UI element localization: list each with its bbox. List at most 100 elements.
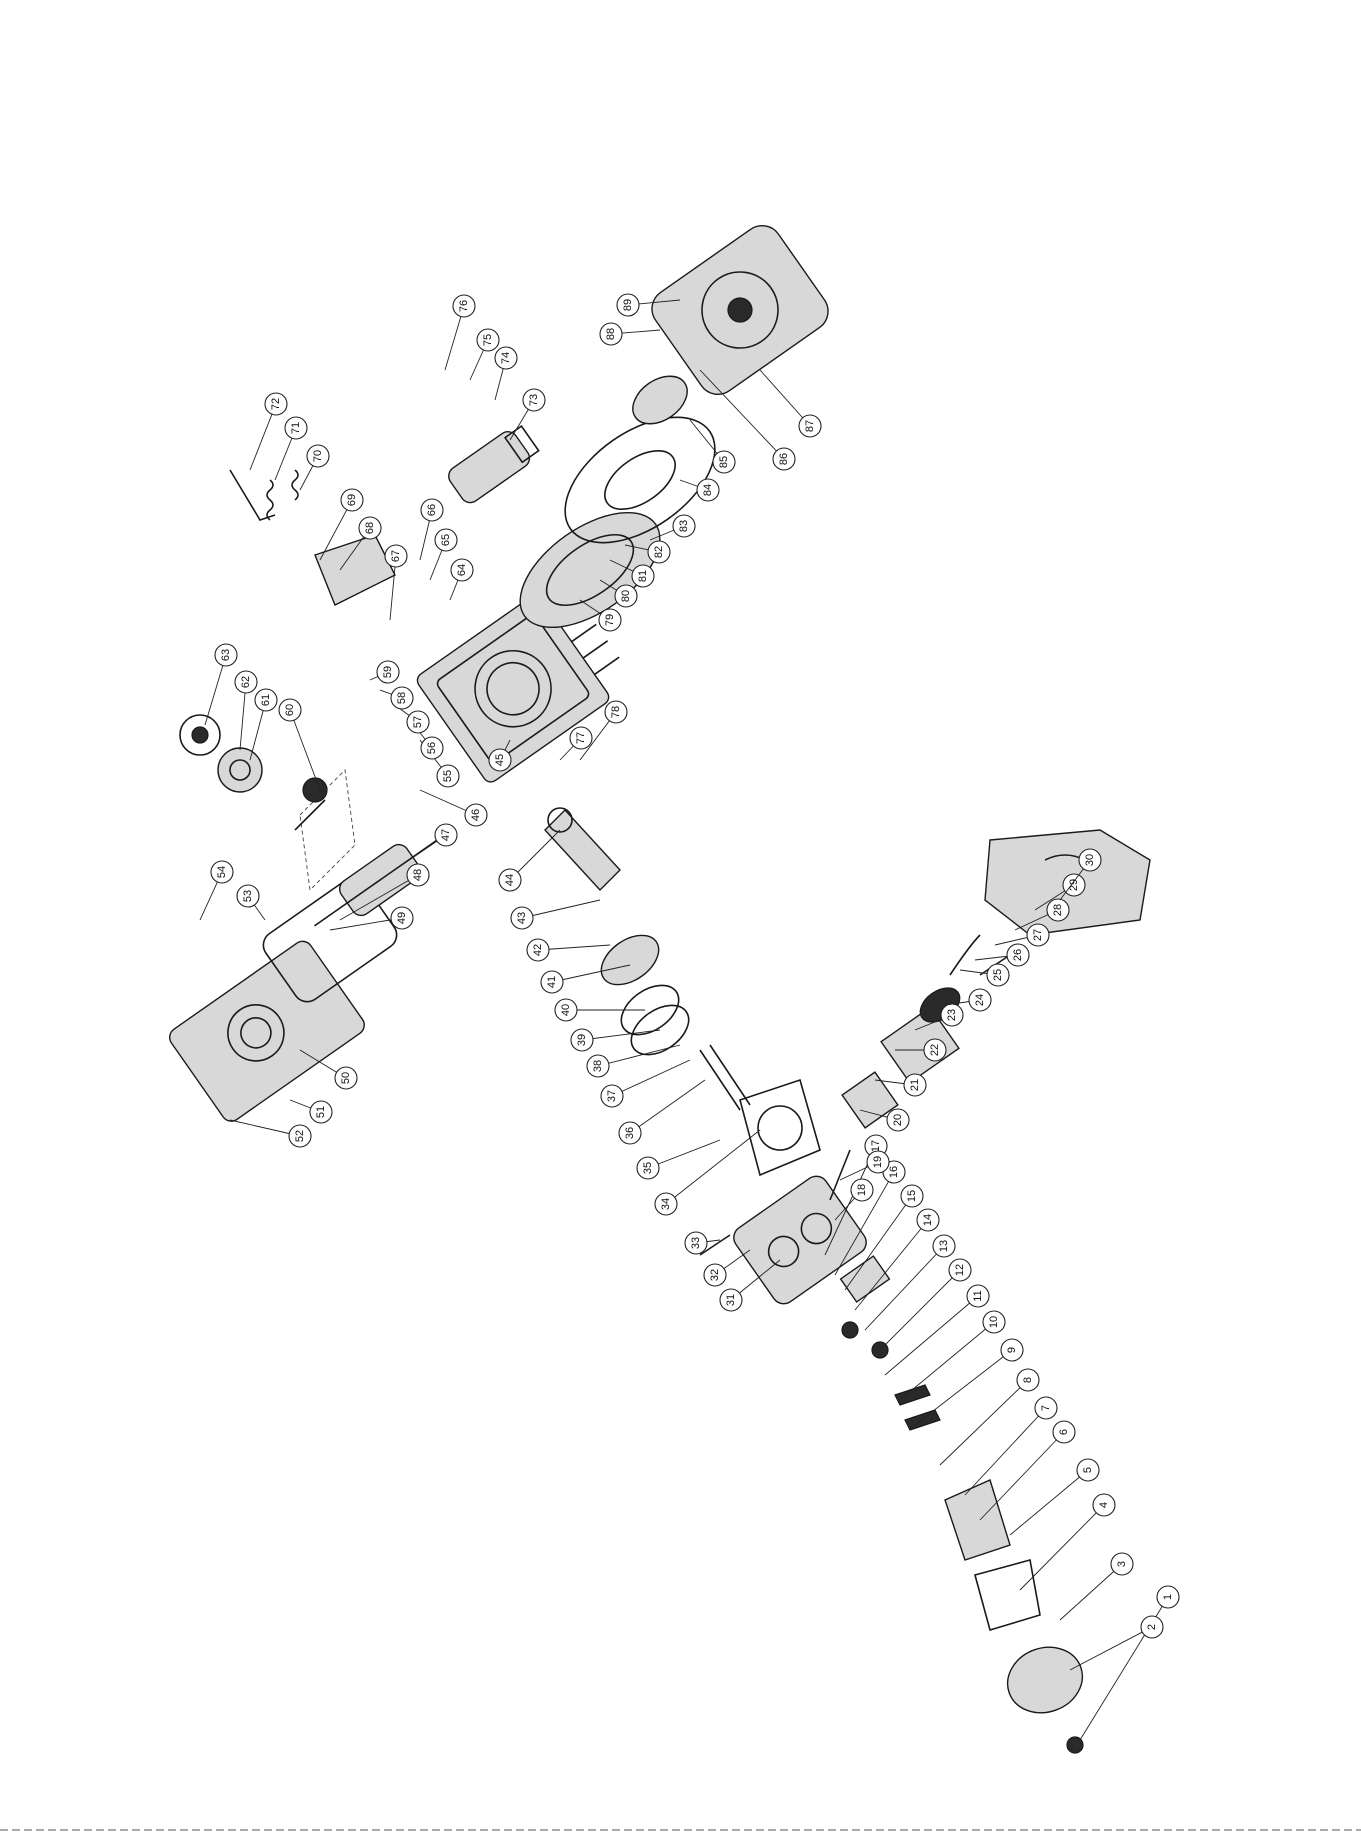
callout-number: 74 xyxy=(500,352,512,364)
callout-leader-line xyxy=(980,1432,1064,1520)
starter-motor xyxy=(445,422,542,506)
callout-number: 88 xyxy=(605,328,617,340)
callout-number: 13 xyxy=(938,1240,950,1252)
callout-number: 9 xyxy=(1006,1347,1018,1353)
callout-leader-line xyxy=(648,1140,720,1168)
callout-number: 89 xyxy=(622,299,634,311)
callout-number: 45 xyxy=(494,754,506,766)
piston-rings xyxy=(592,925,697,1064)
callout-number: 37 xyxy=(606,1090,618,1102)
callout-leader-line xyxy=(598,1045,680,1066)
callout-number: 17 xyxy=(870,1140,882,1152)
callout-number: 27 xyxy=(1032,929,1044,941)
callout-leader-line xyxy=(612,1060,690,1096)
callout-number: 84 xyxy=(702,484,714,496)
callout-leader-line xyxy=(522,900,600,918)
callout-number: 69 xyxy=(346,494,358,506)
callout-leader-line xyxy=(290,710,320,790)
callout-number: 81 xyxy=(637,570,649,582)
callout-number: 26 xyxy=(1012,949,1024,961)
callout-number: 59 xyxy=(382,666,394,678)
callout-number: 35 xyxy=(642,1162,654,1174)
callout-number: 7 xyxy=(1040,1405,1052,1411)
callout-number: 1 xyxy=(1162,1594,1174,1600)
callout-number: 18 xyxy=(856,1184,868,1196)
callout-leader-line xyxy=(965,1408,1046,1495)
callout-number: 58 xyxy=(396,692,408,704)
fan-cup xyxy=(624,366,696,433)
push-rods xyxy=(700,1045,750,1110)
callout-number: 55 xyxy=(442,770,454,782)
callout-number: 19 xyxy=(872,1156,884,1168)
callout-number: 54 xyxy=(216,866,228,878)
callout-number: 32 xyxy=(709,1269,721,1281)
callout-leader-line xyxy=(630,1080,705,1133)
callout-number: 60 xyxy=(284,704,296,716)
callout-number: 6 xyxy=(1058,1429,1070,1435)
callout-number: 68 xyxy=(364,522,376,534)
callout-number: 76 xyxy=(458,300,470,312)
rocker-cover xyxy=(945,1480,1092,1753)
callout-leader-line xyxy=(900,1322,994,1400)
callout-number: 75 xyxy=(482,334,494,346)
callout-number: 82 xyxy=(653,546,665,558)
callout-leader-line xyxy=(885,1296,978,1375)
callout-leader-line xyxy=(1060,1564,1122,1620)
callout-number: 31 xyxy=(725,1294,737,1306)
callout-number: 46 xyxy=(470,809,482,821)
callout-number: 15 xyxy=(906,1190,918,1202)
callout-number: 71 xyxy=(290,422,302,434)
callout-leader-line xyxy=(666,1130,760,1204)
callout-leader-line xyxy=(1070,1627,1152,1670)
camshaft xyxy=(180,715,262,792)
callout-number: 5 xyxy=(1082,1467,1094,1473)
callout-number: 43 xyxy=(516,912,528,924)
callout-number: 85 xyxy=(718,456,730,468)
callout-number: 39 xyxy=(576,1034,588,1046)
valve-train xyxy=(841,1256,940,1430)
callout-leader-line xyxy=(880,1270,960,1350)
callout-number: 12 xyxy=(954,1264,966,1276)
callout-number: 10 xyxy=(988,1316,1000,1328)
callout-number: 44 xyxy=(504,874,516,886)
callout-number: 80 xyxy=(620,590,632,602)
callout-number: 34 xyxy=(660,1198,672,1210)
callout-number: 14 xyxy=(922,1214,934,1226)
callout-number: 50 xyxy=(340,1072,352,1084)
callout-number: 77 xyxy=(575,732,587,744)
callout-number: 51 xyxy=(315,1106,327,1118)
callout-number: 24 xyxy=(974,994,986,1006)
callout-number: 61 xyxy=(260,694,272,706)
callout-number: 79 xyxy=(604,614,616,626)
callout-number: 63 xyxy=(220,649,232,661)
callout-number: 42 xyxy=(532,944,544,956)
callout-number: 2 xyxy=(1146,1624,1158,1630)
callout-number: 83 xyxy=(678,520,690,532)
callout-number: 62 xyxy=(240,676,252,688)
callout-number: 40 xyxy=(560,1004,572,1016)
callout-number: 57 xyxy=(412,716,424,728)
callout-number: 78 xyxy=(610,706,622,718)
callout-leader-line xyxy=(1020,1505,1104,1590)
callout-number: 11 xyxy=(972,1290,984,1301)
callout-number: 65 xyxy=(440,534,452,546)
callout-number: 86 xyxy=(778,453,790,465)
callout-number: 64 xyxy=(456,564,468,576)
callout-number: 49 xyxy=(396,912,408,924)
callout-number: 23 xyxy=(946,1009,958,1021)
callout-number: 53 xyxy=(242,890,254,902)
callout-number: 8 xyxy=(1022,1377,1034,1383)
governor-assembly xyxy=(295,770,355,890)
callout-number: 36 xyxy=(624,1127,636,1139)
callout-number: 41 xyxy=(546,976,558,988)
callout-number: 48 xyxy=(412,869,424,881)
connecting-rod xyxy=(545,808,620,890)
callout-number: 30 xyxy=(1084,854,1096,866)
callout-leader-line xyxy=(915,1350,1012,1425)
callout-number: 73 xyxy=(528,394,540,406)
fan-housing xyxy=(644,218,836,402)
callout-number: 21 xyxy=(909,1079,921,1091)
callout-number: 20 xyxy=(892,1114,904,1126)
callout-number: 33 xyxy=(690,1237,702,1249)
callout-number: 47 xyxy=(440,829,452,841)
